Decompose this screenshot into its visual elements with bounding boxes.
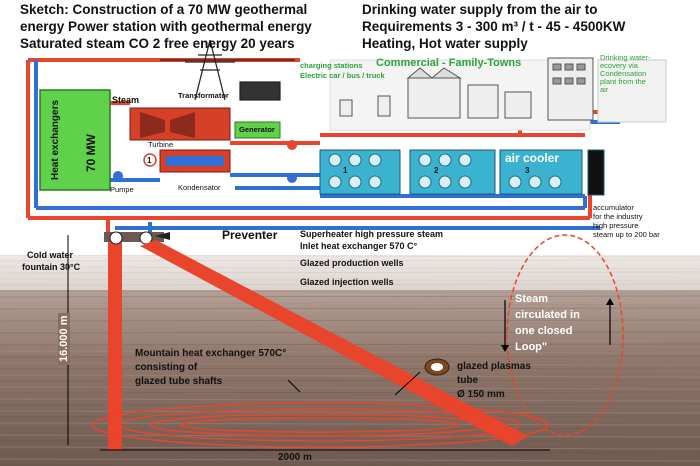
commercial-label: Commercial - Family-Towns [376,57,522,69]
charging-vehicles-label: Electric car / bus / truck [300,71,385,80]
mountain-line-1: Mountain heat exchanger 570C° [135,348,287,359]
cold-water-line-2: fountain 30°C [22,262,81,272]
production-well-diagonal [140,240,528,446]
steam-loop-line-4: Loop" [515,341,548,353]
cold-water-line-1: Cold water [27,250,74,260]
plasma-line-1: glazed plasmas [457,361,531,372]
steam-loop-line-2: circulated in [515,309,580,321]
injection-well [108,238,122,450]
depth-label: 16.000 m [58,312,70,365]
steam-loop-line-3: one closed [515,325,573,337]
preventer-label: Preventer [222,228,278,242]
title-line-3: Saturated steam CO 2 free energy 20 year… [20,36,295,51]
wellhead [104,232,164,242]
number-1-label: 1 [147,156,152,165]
title-line-2: energy Power station with geothermal ene… [20,19,312,34]
kondensator-label: Kondensator [178,183,221,192]
recovery-line-1: Drinking water- [600,53,651,62]
title-line-1: Sketch: Construction of a 70 MW geotherm… [20,2,308,17]
cooler-number-2: 2 [434,166,439,175]
production-wells-label: Glazed production wells [300,258,404,268]
charging-stations-label: charging stations [300,61,363,70]
inlet-label: Inlet heat exchanger 570 C° [300,241,418,251]
injection-wells-label: Glazed injection wells [300,277,394,287]
width-label: 2000 m [278,452,312,463]
superheater-label: Superheater high pressure steam [300,229,444,239]
subtitle-line-1: Drinking water supply from the air to [362,2,598,17]
turbine-unit [113,107,297,183]
heat-exchanger-box [39,89,111,191]
transformator-label: Transformator [178,91,229,100]
cooler-number-1: 1 [343,166,348,175]
subtitle-line-2: Requirements 3 - 300 m³ / t - 45 - 4500K… [362,19,626,34]
turbine-label: Turbine [148,140,174,149]
accumulator-line-1: accumulator [593,203,634,212]
recovery-line-4: plant from the [600,77,646,86]
accumulator-line-2: for the industry [593,212,643,221]
steam-loop-line-1: Steam [515,293,549,305]
cooler-number-3: 3 [525,166,530,175]
transformator-pylon [160,39,295,101]
plasma-line-2: tube [457,375,479,386]
steam-label: Steam [112,95,140,105]
heat-exchangers-label: Heat exchangers [50,99,61,180]
town-buildings [329,57,667,131]
mountain-line-3: glazed tube shafts [135,376,223,387]
steam-loop-ring [506,234,624,436]
mountain-heat-exchanger [91,402,549,448]
recovery-line-5: air [600,85,609,94]
mountain-line-2: consisting of [135,362,198,373]
subtitle-line-3: Heating, Hot water supply [362,36,528,51]
air-cooler-units [319,149,605,196]
generator-label: Generator [239,125,275,134]
accumulator-line-4: steam up to 200 bar [593,230,660,239]
accumulator-line-3: high pressure [593,221,639,230]
air-cooler-label: air cooler [505,151,560,165]
mw-label: 70 MW [84,133,98,172]
recovery-line-2: ecovery via [600,61,638,70]
recovery-line-3: Condensation [600,69,647,78]
pumpe-label: Pumpe [110,185,134,194]
plasma-line-3: Ø 150 mm [457,389,505,400]
